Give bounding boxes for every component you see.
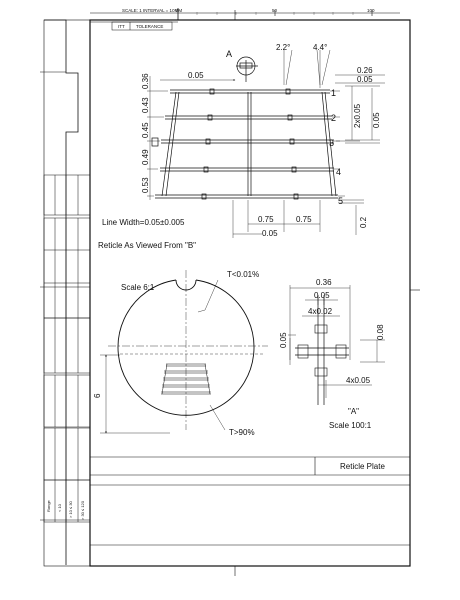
angle-dim-left: 2.2°	[276, 43, 290, 52]
round-scale: Scale 6:1	[121, 283, 155, 292]
detail-scale: Scale 100:1	[329, 421, 372, 430]
left-dim-2: 0.43	[141, 97, 150, 113]
dim-right-005-a: 0.05	[357, 75, 373, 84]
range-row-3: > 30 ≤ 120	[80, 500, 85, 520]
range-column: Range < 10 > 10 ≤ 30 > 30 ≤ 120	[46, 499, 85, 520]
dim-right-005-b: 0.05	[372, 112, 381, 128]
detail-dim-008: 0.08	[376, 324, 385, 340]
dim-026: 0.26	[357, 66, 373, 75]
angle-dim-right: 4.4°	[313, 43, 327, 52]
view-caption: Reticle As Viewed From "B"	[98, 241, 196, 250]
round-plate-view	[100, 270, 268, 434]
drawing-frame	[40, 10, 420, 576]
line-number-5: 5	[338, 196, 343, 206]
detail-a-annotations: 0.36 0.05 4x0.02 0.05 0.08 4x0.05 "A" Sc…	[279, 278, 385, 430]
dim-075-a: 0.75	[258, 215, 274, 224]
left-dim-1: 0.36	[141, 73, 150, 89]
transmission-low: T<0.01%	[227, 270, 259, 279]
line-number-3: 3	[329, 138, 334, 148]
scale-tick-0: 0	[176, 8, 179, 13]
scale-tick-50: 50	[272, 8, 278, 13]
range-row-2: > 10 ≤ 30	[68, 500, 73, 518]
dim-top-005: 0.05	[188, 71, 204, 80]
detail-dim-005-top: 0.05	[314, 291, 330, 300]
line-number-2: 2	[331, 113, 336, 123]
detail-dim-005-left: 0.05	[279, 332, 288, 348]
dim-bottom-005: 0.05	[262, 229, 278, 238]
detail-dim-4x005: 4x0.05	[346, 376, 371, 385]
range-row-1: < 10	[57, 503, 62, 512]
reticle-grid	[147, 49, 385, 238]
line-width-note: Line Width=0.05±0.005	[102, 218, 185, 227]
title-block	[90, 456, 410, 546]
dim-02: 0.2	[359, 216, 368, 228]
left-dim-4: 0.49	[141, 149, 150, 165]
detail-dim-036: 0.36	[316, 278, 332, 287]
dim-075-b: 0.75	[296, 215, 312, 224]
detail-a-view	[288, 285, 385, 405]
dim-6: 6	[93, 393, 102, 398]
side-tolerance-tables	[43, 174, 91, 523]
detail-dim-4x002: 4x0.02	[308, 307, 333, 316]
detail-letter-a: A	[226, 49, 232, 59]
header-cell-itt: ITT	[118, 24, 125, 29]
left-dim-3: 0.45	[141, 122, 150, 138]
header-cell-tolerance: TOLERANCE	[136, 24, 163, 29]
line-number-1: 1	[331, 88, 336, 98]
reticle-annotations: A 2.2° 4.4° 0.05 0.26 0.05 2x0.05 0.05 0…	[98, 43, 381, 250]
range-header: Range	[46, 499, 51, 512]
title-reticle-plate: Reticle Plate	[340, 462, 385, 471]
dim-2x005: 2x0.05	[353, 103, 362, 128]
round-plate-annotations: Scale 6:1 T<0.01% T>90% 6	[93, 270, 259, 437]
scale-label: SCALE: 1 INTERVAL = 10MM	[122, 8, 182, 13]
left-dim-5: 0.53	[141, 177, 150, 193]
scale-header: SCALE: 1 INTERVAL = 10MM 0 50 100 ITT TO…	[90, 8, 400, 31]
transmission-high: T>90%	[229, 428, 255, 437]
line-number-4: 4	[336, 167, 341, 177]
detail-label-a: "A"	[348, 407, 359, 416]
scale-tick-100: 100	[367, 8, 375, 13]
